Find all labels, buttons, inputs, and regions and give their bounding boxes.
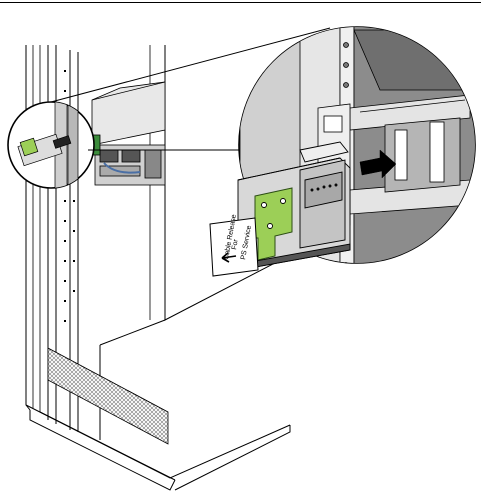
power-cable (103, 162, 141, 174)
rack-vent-grille (47, 347, 169, 445)
arrow-left-icon (221, 252, 237, 263)
detail-circle-large: Cable Release For PS Service (209, 26, 476, 277)
header-rule (0, 2, 481, 3)
cable-management-bracket (237, 141, 351, 269)
label-line-2: For (231, 238, 240, 250)
detail-circle-small (7, 101, 95, 189)
cable-release-label-card: Cable Release For PS Service (209, 214, 259, 277)
rack-left-post (25, 45, 31, 411)
server-chassis (91, 81, 166, 186)
black-arrow-right-icon (359, 149, 397, 179)
callout-leader-lines (50, 27, 331, 151)
